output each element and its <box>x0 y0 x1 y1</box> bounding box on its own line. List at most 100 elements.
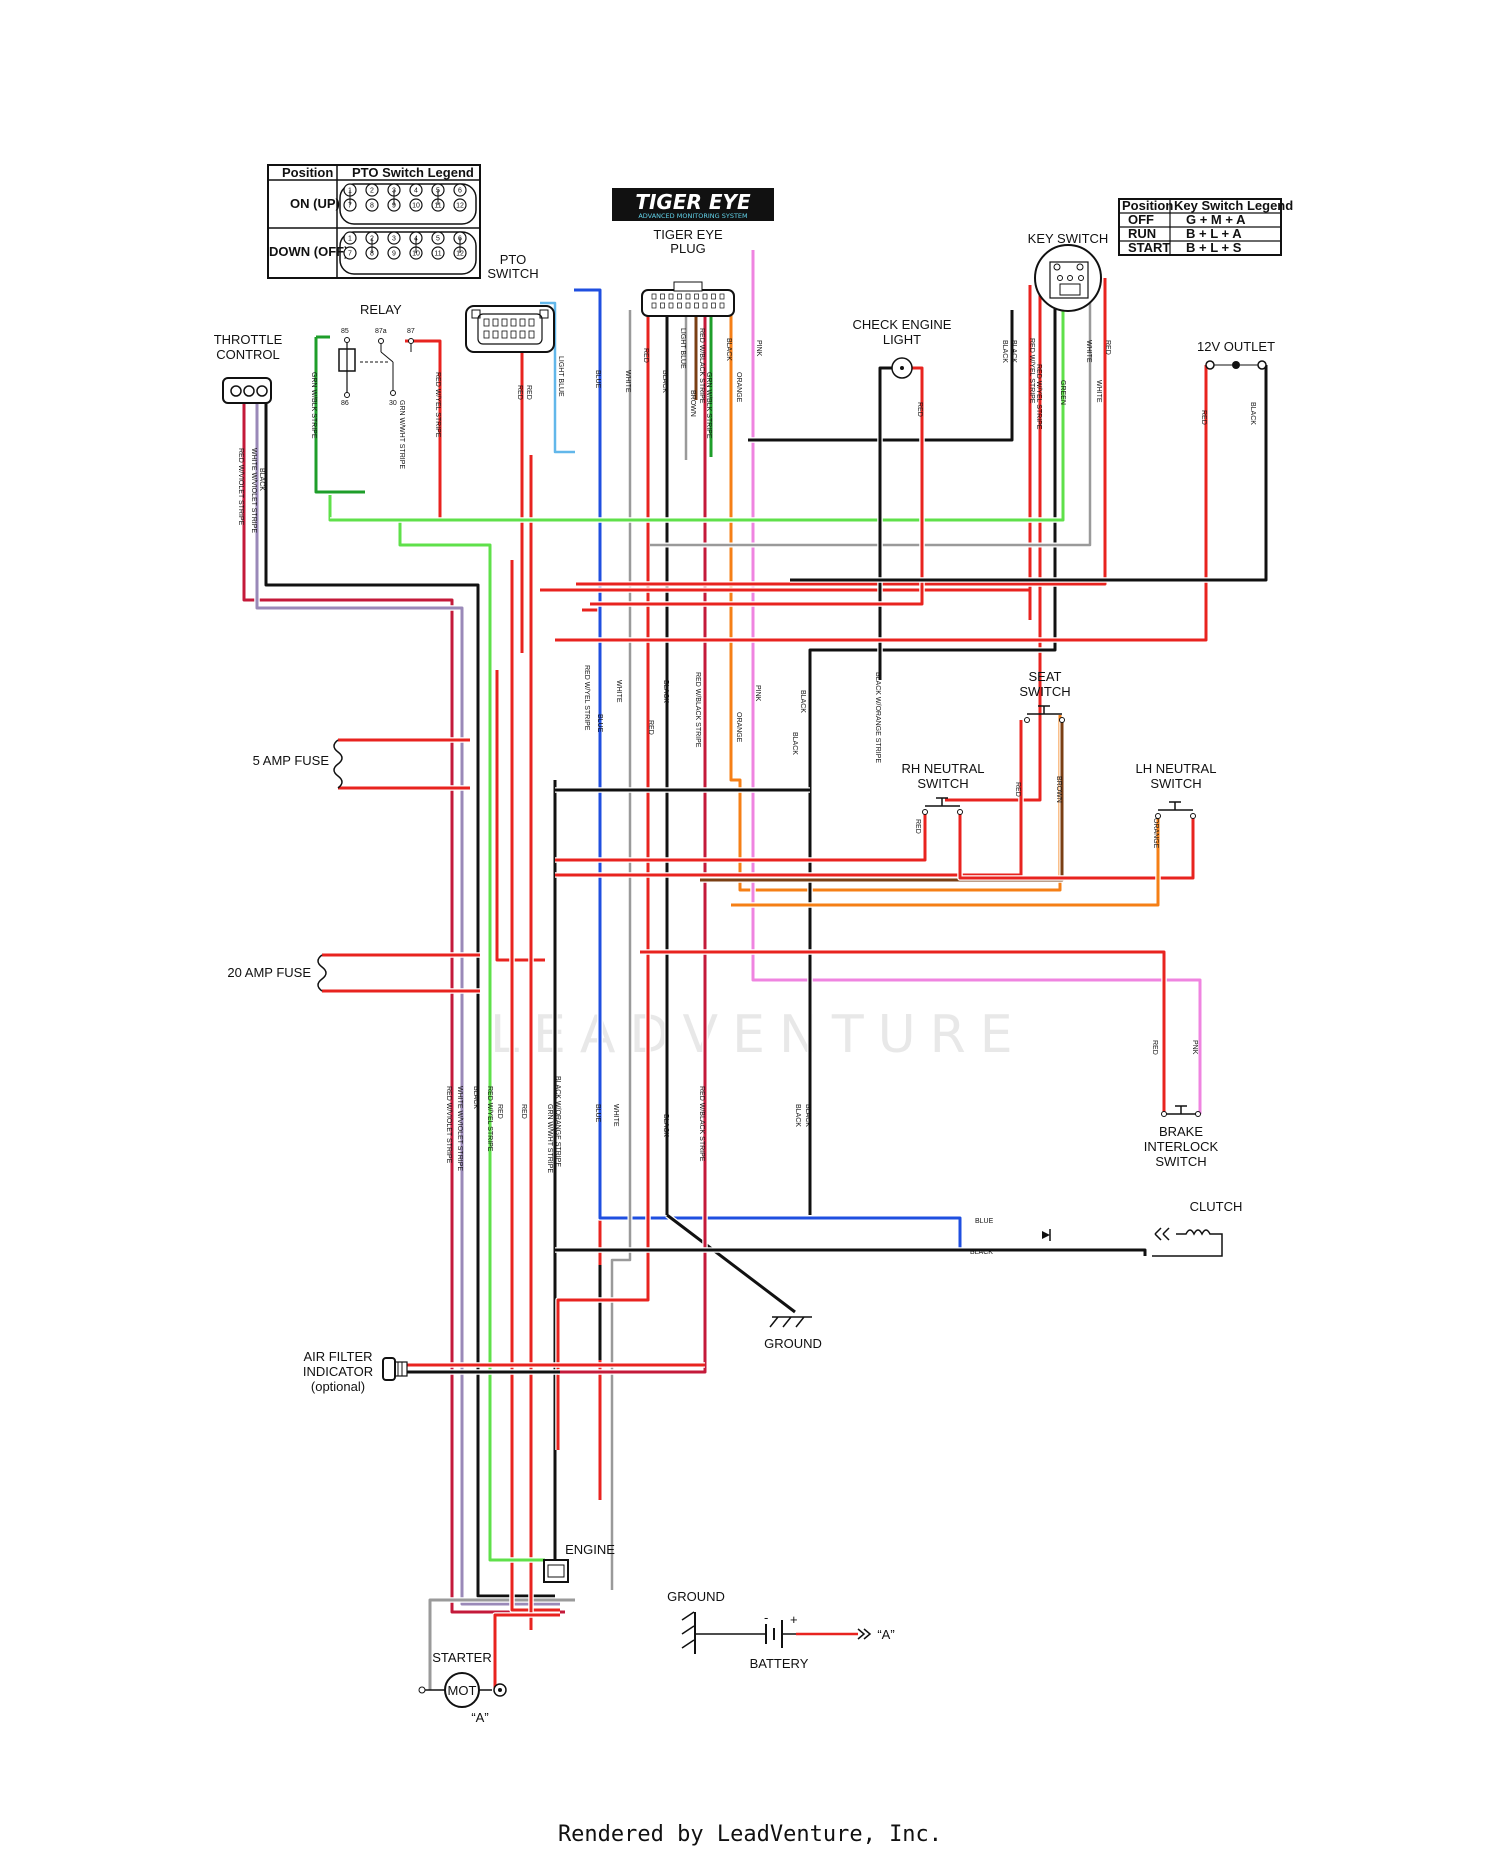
wire-label-orange-lh: ORANGE <box>1152 818 1159 849</box>
key-legend-row-val: G + M + A <box>1186 212 1246 227</box>
pto-legend-pin-number: 6 <box>458 188 462 195</box>
starter-motor <box>418 1672 507 1708</box>
air-filter-label-2: INDICATOR <box>303 1364 373 1379</box>
seat-switch-label-1: SEAT <box>1029 669 1062 684</box>
pto-legend-pin-number: 9 <box>392 203 396 210</box>
pto-legend-pin-number: 5 <box>436 236 440 243</box>
wire-red-seat <box>555 720 1023 877</box>
wire-gray <box>428 1598 575 1690</box>
tiger-eye-plug-label-1: TIGER EYE <box>653 227 723 242</box>
wire-label-red-blk-tiger: RED W/BLACK STRIPE <box>698 328 705 404</box>
fuse-5-amp <box>333 739 343 789</box>
wire-label-red-yel: RED W/YEL STRIPE <box>434 372 441 438</box>
pto-legend-row-on: ON (UP) <box>290 196 340 211</box>
pto-legend-pin <box>431 231 445 245</box>
pto-legend-pin <box>387 246 401 260</box>
pto-switch-label-2: SWITCH <box>487 266 538 281</box>
pto-legend-pin-number: 7 <box>348 251 352 258</box>
rh-neutral-label-1: RH NEUTRAL <box>901 761 984 776</box>
wire-halo <box>877 365 892 680</box>
wire-green-key <box>330 290 1065 522</box>
brake-label-2: INTERLOCK <box>1144 1139 1219 1154</box>
pto-legend-pin <box>453 183 467 197</box>
pto-legend-row-off: DOWN (OFF) <box>269 244 348 259</box>
rh-neutral-switch <box>922 797 963 815</box>
wire-label-red-violet-lower: RED W/VIOLET STRIPE <box>445 1086 452 1164</box>
wire-label-light-blue: LIGHT BLUE <box>557 356 564 397</box>
battery-ground-label: GROUND <box>667 1589 725 1604</box>
relay-pin-87a: 87a <box>375 328 387 335</box>
wire-light-blue <box>540 301 575 454</box>
pto-legend-pin-number: 9 <box>392 251 396 258</box>
wire-label-orange-mid: ORANGE <box>735 712 742 743</box>
wire-red-tiger <box>556 310 650 1450</box>
relay-label: RELAY <box>360 302 402 317</box>
key-legend-row-pos: START <box>1128 240 1170 255</box>
wire-label-black-lower-2: BLACK <box>662 1114 669 1137</box>
tiger-plug-pin <box>660 293 665 300</box>
wire-label-blue: BLUE <box>594 370 601 389</box>
pto-legend-pin-number: 8 <box>370 203 374 210</box>
wire-red-b <box>510 560 560 1612</box>
watermark: LEADVENTURE <box>490 1005 1027 1065</box>
wire-red-brake <box>640 950 1166 1114</box>
pto-legend-pin <box>409 198 423 212</box>
wire-red-yel-key <box>540 285 1032 620</box>
pto-connector-pin <box>483 330 490 339</box>
wire-label-light-blue-tiger: LIGHT BLUE <box>679 328 686 369</box>
wire-label-blue-mid: BLUE <box>596 714 603 733</box>
key-legend-row-val: B + L + A <box>1186 226 1242 241</box>
wire-black-key <box>748 310 1014 442</box>
pto-legend-pin <box>453 198 467 212</box>
wire-label-brown-tiger: BROWN <box>689 390 696 417</box>
air-filter-label-1: AIR FILTER <box>303 1349 372 1364</box>
relay-pin-86: 86 <box>341 400 349 407</box>
wire-red-starter <box>493 1613 560 1690</box>
wire-label-red-violet: RED W/VIOLET STRIPE <box>237 448 244 526</box>
wire-label-grn-wht: GRN W/WHT STRIPE <box>398 400 405 469</box>
wire-red-key-2 <box>576 278 1107 586</box>
wire-black-orange-cel <box>878 366 892 680</box>
wire-halo <box>590 365 925 607</box>
pto-legend-pin-number: 12 <box>456 251 464 258</box>
wire-label-red-blk-mid: RED W/BLACK STRIPE <box>694 672 701 748</box>
rh-neutral-label-2: SWITCH <box>917 776 968 791</box>
seat-switch-label-2: SWITCH <box>1019 684 1070 699</box>
pto-legend-col-title: PTO Switch Legend <box>352 165 474 180</box>
key-legend-row-pos: RUN <box>1128 226 1156 241</box>
tiger-plug-pin <box>677 302 682 309</box>
pto-connector-pin <box>483 318 490 327</box>
lh-neutral-label-2: SWITCH <box>1150 776 1201 791</box>
fuse-5-label: 5 AMP FUSE <box>253 753 330 768</box>
tiger-plug-pin <box>651 302 657 309</box>
starter-label: STARTER <box>432 1650 491 1665</box>
wire-red-rh <box>555 812 927 862</box>
wire-label-white-key-1: WHITE <box>1085 340 1092 363</box>
air-filter-indicator <box>382 1357 408 1381</box>
ground-main-label: GROUND <box>764 1336 822 1351</box>
pto-legend-pin-number: 1 <box>348 236 352 243</box>
wire-label-black-lower-3: BLACK <box>794 1104 801 1127</box>
footer: Rendered by LeadVenture, Inc. <box>557 1822 943 1847</box>
outlet-label: 12V OUTLET <box>1197 339 1275 354</box>
tiger-eye-plug <box>641 281 735 317</box>
wire-halo <box>540 285 1033 620</box>
wire-label-red-pto-1: RED <box>516 385 523 400</box>
wire-label-red-rh: RED <box>914 819 921 834</box>
wire-label-black-tiger-2: BLACK <box>725 338 732 361</box>
tiger-eye-logo: TIGER EYE ADVANCED MONITORING SYSTEM <box>612 188 774 221</box>
tiger-plug-pin <box>694 302 699 309</box>
wire-label-pink-mid: PINK <box>754 685 761 702</box>
wire-label-black-orange: BLACK W/ORANGE STRIPE <box>874 672 881 763</box>
relay-pin-85: 85 <box>341 328 349 335</box>
tiger-plug-pin <box>711 302 716 309</box>
wire-label-pink-tiger: PINK <box>755 340 762 357</box>
pto-connector-pin <box>519 330 526 339</box>
wire-label-red-lower-2: RED <box>520 1104 527 1119</box>
relay-pin-30: 30 <box>389 400 397 407</box>
wire-label-black-tiger: BLACK <box>661 370 668 393</box>
ground-main <box>769 1316 812 1328</box>
wire-grn-blk <box>314 335 365 494</box>
wire-label-red-blk-lower: RED W/BLACK STRIPE <box>698 1086 705 1162</box>
brake-label-1: BRAKE <box>1159 1124 1203 1139</box>
